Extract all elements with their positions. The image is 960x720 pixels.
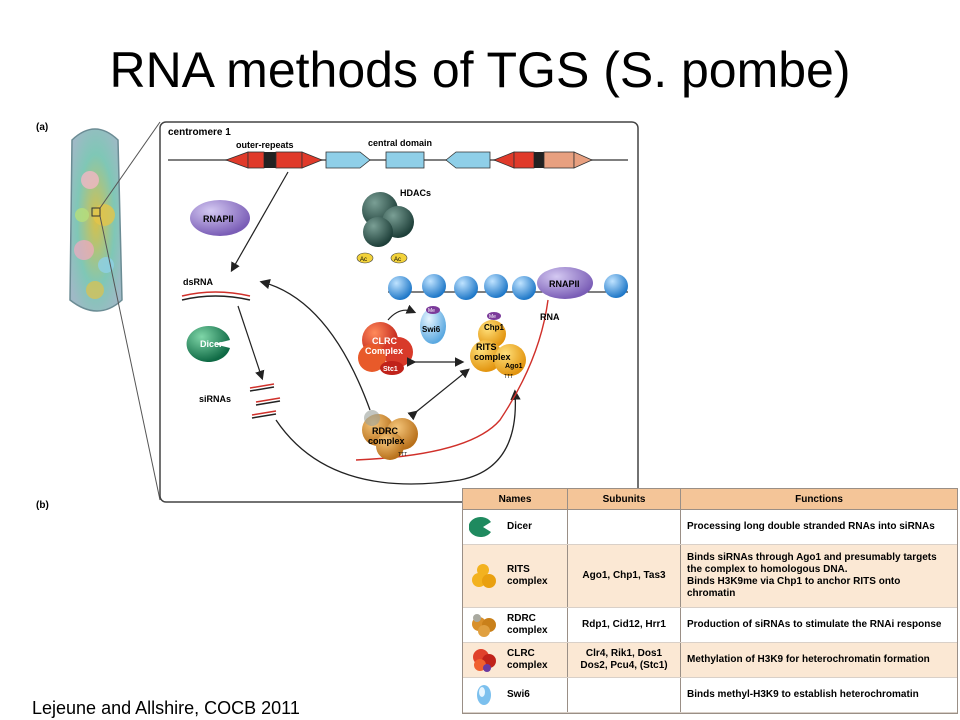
row-function-1: Binds siRNAs through Ago1 and presumably… [687,552,937,564]
col-subunits: Subunits [567,489,681,510]
ac-label-2: Ac [394,257,401,263]
rdrc-complex [362,410,418,460]
nucleosome-array [388,274,628,300]
rna-transcript [355,299,549,461]
ttt-label-1: TTT [504,374,513,380]
row-name: RITS [507,564,530,576]
outer-repeats-label: outer-repeats [236,140,294,150]
clrc-icon [473,649,496,673]
swi6-label: Swi6 [422,325,441,334]
slide-title: RNA methods of TGS (S. pombe) [109,42,851,98]
rits-icon [472,564,496,589]
rdrc-complex-label: complex [368,436,405,446]
rnapii-left-blob [190,200,250,236]
row-function: Processing long double stranded RNAs int… [680,509,957,545]
row-subunits-2: Dos2, Pcu4, (Stc1) [580,660,668,672]
table-row-dicer: Dicer Processing long double stranded RN… [463,509,957,545]
rdrc-label: RDRC [372,426,398,436]
figure-panel-a: (a) centromere 1 outer-repeats central d… [36,121,639,511]
clrc-label: CLRC [372,336,397,346]
row-name-2: complex [507,660,548,672]
me-label-2: Me [489,314,496,320]
rits-complex-label: complex [474,352,511,362]
row-name: Dicer [507,520,533,532]
row-function-3: Binds H3K9me via Chp1 to anchor RITS ont… [687,576,901,600]
ac-tag-1 [356,252,374,264]
row-function: Binds methyl-H3K9 to establish heterochr… [680,677,957,713]
clrc-complex-label: Complex [365,346,403,356]
rits-label: RITS [476,342,497,352]
panel-a-label: (a) [36,122,48,133]
central-domain-label: central domain [368,138,432,148]
ac-label-1: Ac [360,257,367,263]
row-subunits: Clr4, Rik1, Dos1 [585,648,663,660]
table-row-swi6: Swi6 Binds methyl-H3K9 to establish hete… [463,677,957,713]
row-subunits: Ago1, Chp1, Tas3 [567,544,681,609]
dicer-blob [186,326,230,362]
complex-table: Names Subunits Functions Dicer Processin… [462,488,958,714]
outer-repeat-left [224,151,324,169]
row-name: CLRC [507,648,535,660]
stc1-label: Stc1 [383,366,398,373]
hdacs-label: HDACs [400,188,431,198]
clrc-complex [358,322,413,375]
ttt-label-2: TTT [398,452,407,458]
sirnas-label: siRNAs [199,394,231,404]
swi6-icon [477,685,491,706]
me-tag-2 [487,312,501,320]
rna-label: RNA [540,312,560,322]
rdrc-icon [472,614,496,638]
row-subunits: Rdp1, Cid12, Hrr1 [567,607,681,644]
row-subunits [567,677,681,713]
rnapii-left-label: RNAPII [203,214,234,224]
rnapii-right-blob [537,267,593,299]
row-name-2: complex [507,576,548,588]
row-name-2: complex [507,625,548,637]
col-functions: Functions [680,489,957,510]
yeast-cell-image [69,128,123,312]
citation-credit: Lejeune and Allshire, COCB 2011 [32,698,300,718]
row-name: RDRC [507,613,536,625]
ago1-label: Ago1 [505,363,523,370]
row-function: Production of siRNAs to stimulate the RN… [680,607,957,644]
dicer-icon [469,516,491,537]
ac-tag-2 [390,252,408,264]
row-subunits [567,509,681,545]
row-function: Methylation of H3K9 for heterochromatin … [680,642,957,679]
chp1-label: Chp1 [484,323,505,332]
outer-repeat-right [492,151,593,169]
swi6-blob [420,308,446,344]
rnapii-right-label: RNAPII [549,279,580,289]
me-tag-1 [426,306,440,314]
panel-b-label: (b) [36,500,49,511]
me-label-1: Me [428,308,435,314]
central-domain [325,151,491,169]
hdacs-complex [362,192,414,247]
col-names: Names [463,489,568,510]
dsrna-label: dsRNA [183,277,214,287]
rits-complex [470,320,526,376]
row-function-2: the complex to homologous DNA. [687,564,848,576]
sirna-duplexes [249,383,281,419]
row-name: Swi6 [507,689,530,701]
dicer-label: Dicer [200,339,223,349]
centromere-label: centromere 1 [168,127,231,138]
